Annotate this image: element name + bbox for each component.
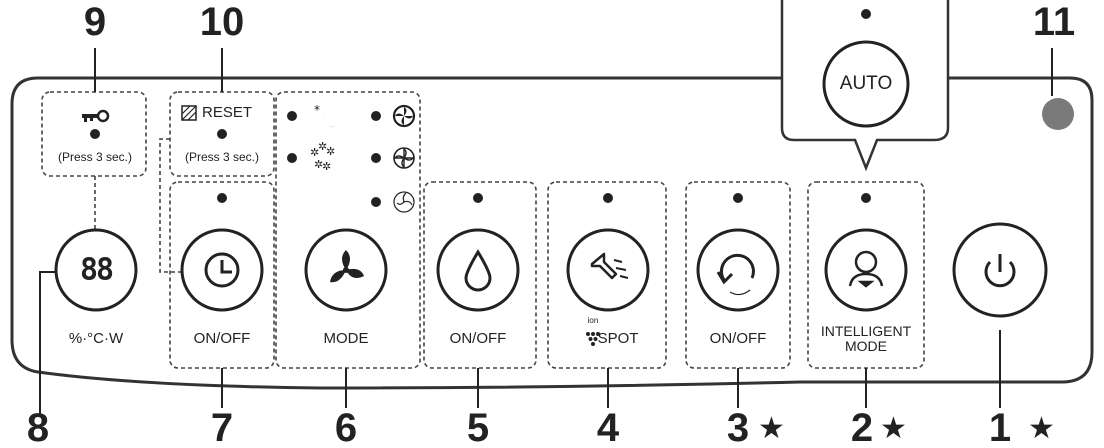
sleep-led [287, 111, 297, 121]
fan-medium-icon [393, 147, 415, 169]
timer-onoff-label: ON/OFF [193, 330, 251, 347]
intelligent-line2: MODE [845, 338, 887, 354]
lock-press-label: (Press 3 sec.) [57, 150, 133, 164]
display-digits: 88 [79, 252, 114, 288]
dry-button-ring [436, 228, 520, 312]
callout-7: 7 [210, 406, 234, 448]
callout-3: 3 [726, 406, 750, 448]
spot-button[interactable] [568, 230, 648, 310]
power-button[interactable] [954, 224, 1046, 316]
mode-button[interactable] [306, 230, 386, 310]
dry-onoff-label: ON/OFF [449, 330, 507, 347]
group-mode [275, 91, 421, 369]
callout-6: 6 [334, 406, 358, 448]
star-3: ★ [758, 411, 785, 446]
svg-text:✲: ✲ [326, 145, 335, 158]
callout-5: 5 [466, 406, 490, 448]
swing-rotate-icon [716, 253, 755, 296]
callout-1: 1 [988, 406, 1012, 448]
fan-med-led [371, 153, 381, 163]
fan-low-led [371, 197, 381, 207]
person-intelligent-icon [848, 250, 884, 288]
callout-8: 8 [26, 406, 50, 448]
link-reset-timer [159, 138, 182, 273]
star-1: ★ [1028, 411, 1055, 446]
reset-press-label: (Press 3 sec.) [184, 150, 260, 164]
spot-label: SPOT [597, 330, 639, 347]
panel-body [10, 76, 1094, 390]
spot-arrow-icon [590, 252, 629, 280]
timer-button[interactable] [182, 230, 262, 310]
power-icon [984, 254, 1016, 288]
auto-indicator-led [861, 9, 871, 19]
swing-onoff-label: ON/OFF [709, 330, 767, 347]
swing-button-ring [696, 228, 780, 312]
cool-led [287, 153, 297, 163]
timer-clock-icon [204, 252, 240, 288]
group-dry [423, 181, 537, 369]
key-icon [82, 109, 110, 123]
swing-led [733, 193, 743, 203]
svg-text:✲: ✲ [314, 158, 323, 171]
svg-text:✲: ✲ [322, 160, 331, 173]
spot-ion-label: ion [587, 316, 599, 325]
reset-label: RESET [202, 104, 253, 121]
intelligent-line1: INTELLIGENT [820, 323, 912, 339]
fan-high-icon [392, 104, 416, 128]
svg-text:*: * [314, 103, 320, 117]
display-units-label: %·°C·W [68, 330, 124, 347]
timer-led [217, 193, 227, 203]
group-timer [169, 181, 275, 369]
mode-label: MODE [323, 330, 369, 347]
spot-button-ring [566, 228, 650, 312]
fan-high-led [371, 111, 381, 121]
star-2: ★ [880, 411, 907, 446]
sensor-indicator [1042, 98, 1074, 130]
moon-sleep-icon: * [314, 103, 340, 128]
auto-label: AUTO [839, 73, 893, 94]
callout-11: 11 [1032, 0, 1076, 44]
fan-low-icon [393, 191, 415, 213]
reset-led [217, 129, 227, 139]
display-button[interactable] [56, 230, 136, 310]
dry-button[interactable] [438, 230, 518, 310]
fan-mode-icon [330, 250, 364, 283]
swing-button[interactable] [698, 230, 778, 310]
display-button-ring [54, 228, 138, 312]
auto-button-ring [822, 40, 910, 128]
filter-icon [181, 105, 197, 121]
callout-4: 4 [596, 406, 620, 448]
lock-led [90, 129, 100, 139]
group-swing [685, 181, 791, 369]
dry-led [473, 193, 483, 203]
svg-text:✲: ✲ [310, 146, 319, 159]
snowflakes-icon: ✲✲✲ ✲✲ [310, 140, 335, 173]
intelligent-mode-button[interactable] [826, 230, 906, 310]
spot-led [603, 193, 613, 203]
svg-text:✲: ✲ [318, 140, 327, 153]
callout-9: 9 [83, 0, 107, 44]
group-spot [547, 181, 667, 369]
intelligent-button-ring [824, 228, 908, 312]
callout-10: 10 [199, 0, 245, 44]
auto-button[interactable] [824, 42, 908, 126]
water-drop-icon [464, 249, 492, 292]
callout-2: 2 [850, 406, 874, 448]
spot-ion-dots [586, 332, 600, 346]
intelligent-led [861, 193, 871, 203]
